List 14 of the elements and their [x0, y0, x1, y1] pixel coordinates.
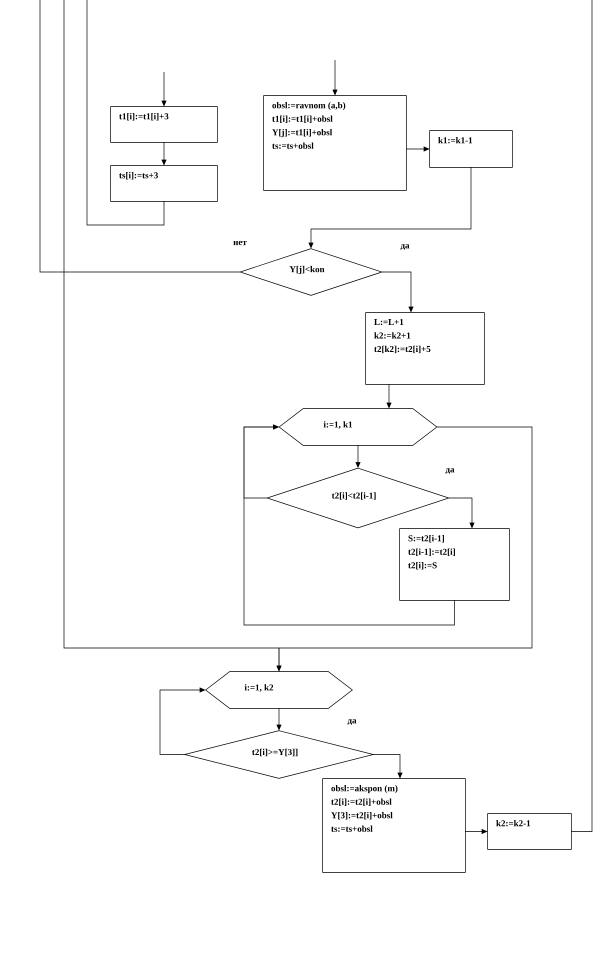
process-box: k1:=k1-1 [429, 130, 513, 168]
process-box: ts[i]:=ts+3 [110, 165, 218, 202]
process-box: L:=L+1 k2:=k2+1 t2[k2]:=t2[i]+5 [365, 312, 485, 385]
loop-hexagon: i:=1, k1 [278, 408, 438, 446]
edge-label: да [399, 243, 411, 251]
process-box: obsl:=ravnom (a,b) t1[i]:=t1[i]+obsl Y[j]:=t1[i]+obsl ts:=ts+obsl [263, 95, 407, 191]
edge-label: да [444, 467, 456, 475]
edge-label: нет [232, 240, 248, 246]
process-box: obsl:=akspon (m) t2[i]:=t2[i]+obsl Y[3]:=t2[i]+obsl ts:=ts+obsl [322, 778, 466, 873]
edge-label: да [346, 718, 358, 726]
process-box: k2:=k2-1 [487, 813, 572, 850]
process-box: t1[i]:=t1[i]+3 [110, 106, 218, 143]
loop-hexagon: i:=1, k2 [205, 671, 353, 709]
process-box: S:=t2[i-1] t2[i-1]:=t2[i] t2[i]:=S [399, 528, 510, 601]
